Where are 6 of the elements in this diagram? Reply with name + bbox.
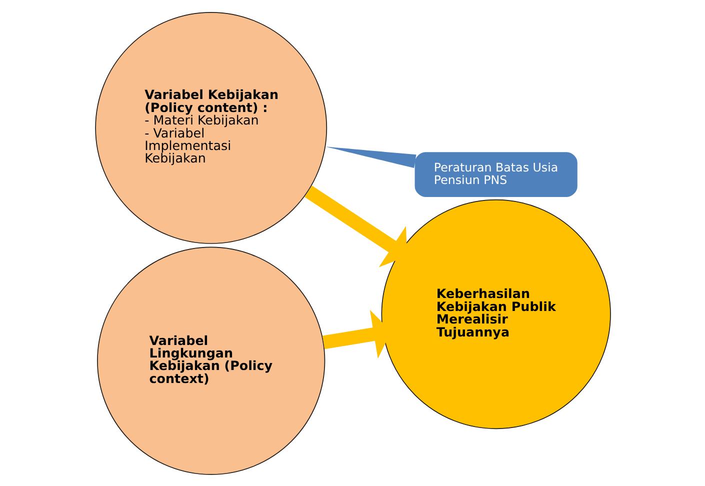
node-circle: Variabel Kebijakan (Policy content) : - Materi Kebijakan - Variabel Implementasi Kebijakan [94,12,327,244]
node-circle: Variabel Lingkungan Kebijakan (Policy context) [96,246,325,474]
node-box: Peraturan Batas Usia Pensiun PNS [414,152,577,196]
arrow [304,185,407,267]
node-circle: Keberhasilan Kebijakan Publik Merealisir Tujuannya [380,198,610,429]
connector [325,146,416,168]
